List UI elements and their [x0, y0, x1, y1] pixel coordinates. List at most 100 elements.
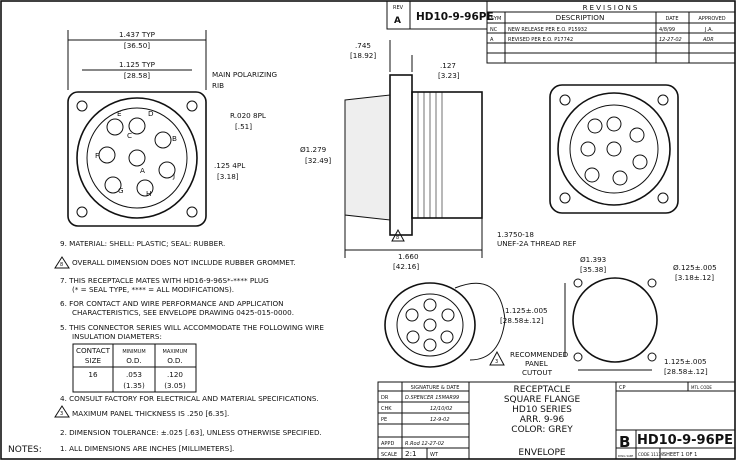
pin-label: H: [146, 189, 151, 198]
col-approved: APPROVED: [698, 16, 725, 22]
cutout-v: 1.125±.005: [505, 306, 548, 315]
note-flag-triangle: [54, 405, 70, 418]
revision-sym: NC: [490, 27, 498, 33]
cutout-label: CUTOUT: [522, 368, 553, 377]
cutout-label: RECOMMENDED: [510, 350, 569, 359]
hole-dim: .125 4PL: [214, 161, 245, 170]
table-header: MINIMUM: [122, 349, 145, 355]
sheet-label: SHEET 1 OF 1: [663, 452, 697, 458]
revision-date: 4/8/99: [659, 27, 675, 33]
code-label: CODE 11139: [638, 452, 664, 457]
dr-label: DR: [381, 395, 389, 401]
chk-label: CHK: [381, 406, 392, 412]
dim-dia-1279-mm: [32.49]: [305, 156, 331, 165]
note-flag-8: 8: [396, 235, 399, 241]
note-flag-8: 8: [60, 262, 63, 268]
table-header: O.D.: [126, 356, 141, 365]
pin-label: J: [172, 171, 175, 180]
pe-signature: 12-9-02: [430, 417, 450, 423]
title-line: RECEPTACLE: [513, 385, 570, 395]
revision-description: REVISED PER E.O. P17742: [508, 37, 573, 43]
cutout-label: PANEL: [525, 359, 548, 368]
approved-by: R.Rod 12-27-02: [405, 441, 444, 447]
title-line: ARR. 9-96: [520, 415, 565, 425]
note-5b: INSULATION DIAMETERS:: [72, 332, 162, 341]
rev-part-number: HD10-9-96PE: [416, 11, 494, 23]
drawing-size: B: [619, 433, 630, 451]
pin-label: D: [148, 109, 154, 118]
cutout-dia: Ø1.393: [580, 255, 606, 264]
thread-ref: UNEF-2A THREAD REF: [497, 239, 576, 248]
hole-dim-mm: [3.18]: [217, 172, 239, 181]
note-7: 7. THIS RECEPTACLE MATES WITH HD16-9-96S…: [60, 276, 269, 285]
cutout-v-mm: [28.58±.12]: [500, 316, 544, 325]
checked-by: 12/10/02: [430, 406, 452, 412]
cutout-hole: Ø.125±.005: [673, 263, 717, 272]
front-view: A B C D E F G H J 1.437 TYP [36.50] 1.12…: [67, 30, 277, 227]
note-9: 9. MATERIAL: SHELL: PLASTIC; SEAL: RUBBE…: [60, 239, 225, 248]
scale-label: SCALE: [381, 452, 397, 458]
cutout-hole-mm: [3.18±.12]: [675, 273, 714, 282]
dim-127: .127: [440, 61, 456, 70]
drawn-by: D.SPENCER 15MAR99: [405, 395, 459, 401]
radius-dim-mm: [.51]: [235, 122, 252, 131]
insulation-table: CONTACT MINIMUM MAXIMUM SIZE O.D. O.D. 1…: [72, 343, 197, 393]
note-8: OVERALL DIMENSION DOES NOT INCLUDE RUBBE…: [72, 258, 296, 267]
col-sym: SYM: [491, 16, 502, 22]
revision-row: NC NEW RELEASE PER E.O. P15932 4/8/99 J.…: [490, 27, 713, 33]
revision-description: NEW RELEASE PER E.O. P15932: [508, 27, 587, 33]
dim-1660: 1.660: [398, 252, 419, 261]
note-3: MAXIMUM PANEL THICKNESS IS .250 [6.35].: [72, 409, 229, 418]
dim-1125-mm: [28.58]: [124, 71, 150, 80]
note-flag-triangle: [391, 228, 405, 242]
dim-dia-1279: Ø1.279: [300, 145, 327, 154]
envelope-label: ENVELOPE: [518, 448, 565, 458]
weight-label: WT: [430, 452, 439, 458]
revision-date: 12-27-02: [659, 37, 682, 43]
dim-1660-mm: [42.16]: [393, 262, 419, 271]
dim-127-mm: [3.23]: [438, 71, 460, 80]
col-date: DATE: [665, 16, 678, 22]
table-header: CONTACT: [76, 346, 111, 355]
table-cell: (1.35): [123, 381, 145, 390]
pin-label: E: [117, 109, 122, 118]
cp-label: CP: [619, 385, 626, 391]
side-view: .745 [18.92] .127 [3.23] Ø1.279 [32.49] …: [300, 40, 576, 271]
radius-dim: R.020 8PL: [230, 111, 266, 120]
col-description: DESCRIPTION: [556, 13, 605, 22]
note-2: 2. DIMENSION TOLERANCE: ±.025 [.63], UNL…: [60, 428, 322, 437]
pe-label: PE: [381, 417, 387, 423]
cutout-h-mm: [28.58±.12]: [664, 367, 708, 376]
part-number: HD10-9-96PE: [637, 433, 733, 448]
polarizing-label: MAIN POLARIZING: [212, 70, 277, 79]
cutout-dia-mm: [35.38]: [580, 265, 606, 274]
table-cell: .120: [167, 370, 183, 379]
notes-heading: NOTES:: [8, 445, 42, 455]
notes: 9. MATERIAL: SHELL: PLASTIC; SEAL: RUBBE…: [8, 239, 324, 455]
table-cell: 16: [88, 370, 98, 379]
table-cell: (3.05): [164, 381, 186, 390]
pin-label: A: [140, 166, 145, 175]
dim-745: .745: [355, 41, 371, 50]
title-line: SQUARE FLANGE: [504, 395, 581, 405]
note-1: 1. ALL DIMENSIONS ARE INCHES [MILLIMETER…: [60, 444, 234, 453]
isometric-view: [384, 282, 506, 368]
dim-745-mm: [18.92]: [350, 51, 376, 60]
title-line: HD10 SERIES: [512, 405, 572, 415]
rear-view: [549, 84, 679, 214]
table-cell: .053: [126, 370, 142, 379]
rev-box: REV A HD10-9-96PE: [386, 0, 494, 30]
rev-value: A: [394, 16, 401, 26]
scale-value: 2:1: [405, 449, 417, 458]
note-flag-3: 3: [60, 411, 63, 417]
note-flag-triangle: [489, 350, 505, 366]
revision-approved: ADR: [702, 37, 714, 43]
pin-label: C: [127, 131, 132, 140]
panel-cutout: Ø1.393 [35.38] Ø.125±.005 [3.18±.12] 1.1…: [489, 255, 717, 377]
revision-sym: A: [490, 37, 494, 43]
rev-label: REV: [393, 5, 404, 11]
note-5: 5. THIS CONNECTOR SERIES WILL ACCOMMODAT…: [60, 323, 324, 332]
